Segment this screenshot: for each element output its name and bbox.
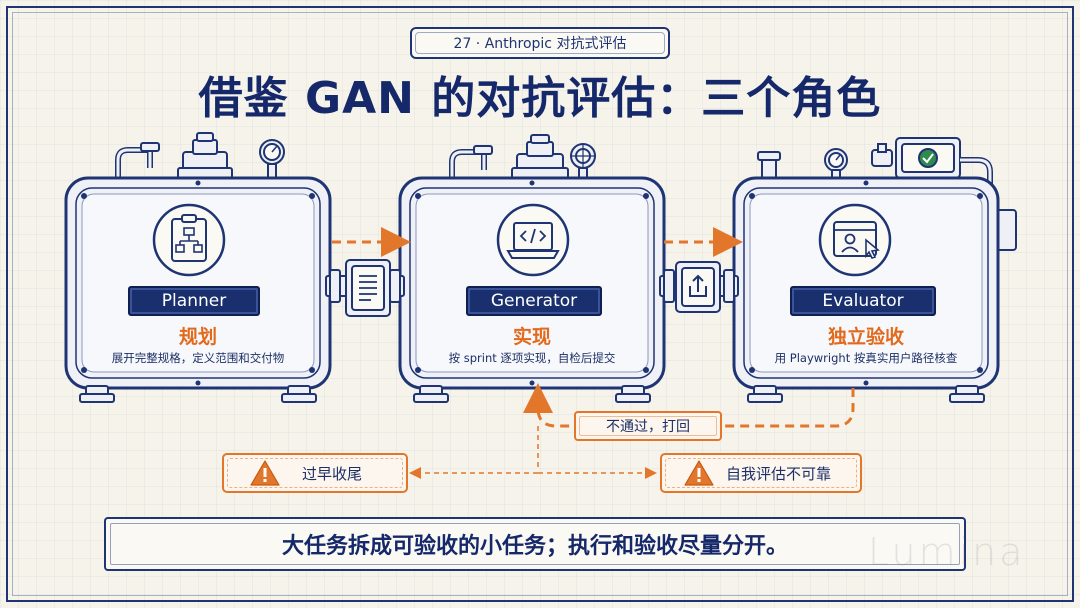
warning-label-premature: 过早收尾: [302, 464, 363, 483]
feedback-label: 不通过，打回: [574, 411, 722, 441]
warning-box-premature: 过早收尾: [222, 453, 408, 493]
feedback-label-text: 不通过，打回: [606, 419, 690, 435]
upload-icon: [689, 274, 707, 297]
role-title-planner: 规划: [178, 326, 217, 348]
tank-planner: [64, 132, 332, 403]
role-title-evaluator: 独立验收: [827, 326, 904, 348]
warning-icon: [250, 460, 280, 486]
role-name-generator: Generator: [466, 286, 602, 316]
laptop-code-icon: [496, 203, 570, 277]
role-name-evaluator-text: Evaluator: [822, 291, 904, 311]
browser-user-icon: [818, 203, 892, 277]
tank-evaluator: [732, 137, 1017, 403]
clipboard-flowchart-icon: [152, 203, 226, 277]
summary-text: 大任务拆成可验收的小任务；执行和验收尽量分开。: [281, 534, 788, 559]
role-name-evaluator: Evaluator: [790, 286, 936, 316]
role-name-generator-text: Generator: [490, 291, 578, 311]
warning-icon: [684, 460, 714, 486]
slide-tag: 27 · Anthropic 对抗式评估: [410, 27, 670, 59]
summary-banner: 大任务拆成可验收的小任务；执行和验收尽量分开。: [104, 517, 966, 571]
role-title-generator: 实现: [512, 326, 551, 348]
role-desc-planner: 展开完整规格，定义范围和交付物: [111, 351, 285, 365]
role-name-planner: Planner: [128, 286, 260, 316]
document-icon: [359, 275, 377, 301]
watermark: Lumina: [868, 530, 1026, 574]
tank-generator: [398, 134, 666, 403]
role-desc-generator: 按 sprint 逐项实现，自检后提交: [448, 351, 616, 365]
role-desc-evaluator: 用 Playwright 按真实用户路径核查: [774, 351, 958, 365]
warning-box-self-eval: 自我评估不可靠: [660, 453, 862, 493]
role-name-planner-text: Planner: [161, 291, 227, 311]
page-title: 借鉴 GAN 的对抗评估：三个角色: [198, 73, 882, 124]
warning-label-self-eval: 自我评估不可靠: [726, 464, 832, 483]
